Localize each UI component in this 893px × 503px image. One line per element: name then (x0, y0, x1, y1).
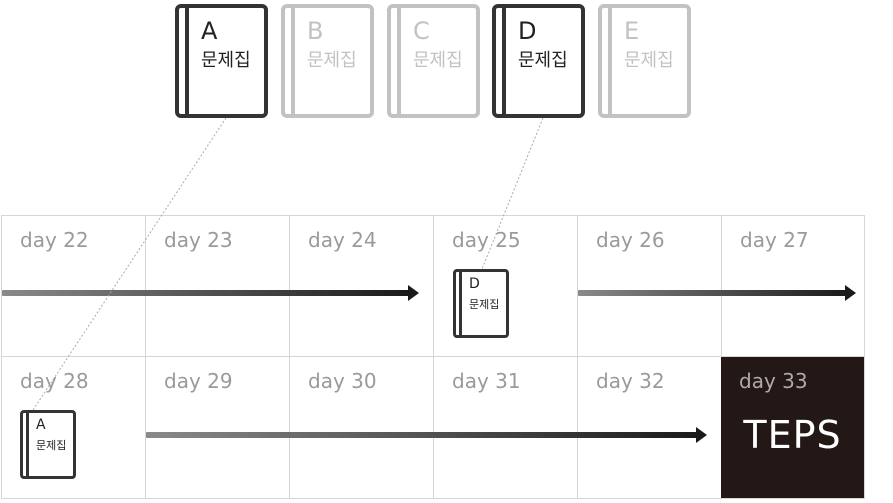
exam-label: TEPS (743, 413, 842, 457)
calendar-cell: day 29 (146, 357, 290, 498)
day-label: day 29 (164, 369, 233, 393)
book-letter: E (624, 17, 640, 45)
calendar-cell: day 23 (146, 216, 290, 357)
book-label: 문제집 (624, 50, 674, 71)
book-c-icon: C 문제집 (387, 4, 480, 118)
day-label: day 23 (164, 228, 233, 252)
book-letter: B (307, 17, 324, 45)
day-label: day 32 (596, 369, 665, 393)
exam-day-cell: day 33 TEPS (721, 357, 864, 498)
day-label: day 31 (452, 369, 521, 393)
day-label: day 33 (739, 369, 808, 393)
mini-book-label: 문제집 (469, 298, 500, 311)
book-label: 문제집 (307, 50, 357, 71)
calendar-cell: day 31 (434, 357, 578, 498)
day-label: day 26 (596, 228, 665, 252)
calendar-cell: day 32 (578, 357, 722, 498)
book-letter: A (201, 17, 218, 45)
day-label: day 30 (308, 369, 377, 393)
book-a-icon: A 문제집 (175, 4, 268, 118)
calendar-cell: day 27 (722, 216, 864, 357)
day-label: day 25 (452, 228, 521, 252)
book-d-icon: D 문제집 (492, 4, 585, 118)
mini-book-label: 문제집 (36, 439, 67, 452)
calendar-grid: day 22 day 23 day 24 day 25 day 26 day 2… (1, 215, 865, 499)
book-label: 문제집 (201, 50, 251, 71)
day-label: day 22 (20, 228, 89, 252)
day-label: day 28 (20, 369, 89, 393)
arrow-days-29-32 (146, 427, 707, 443)
calendar-cell: day 24 (290, 216, 434, 357)
mini-book-letter: A (36, 417, 46, 433)
mini-book-letter: D (469, 276, 480, 292)
arrow-days-26-27 (578, 285, 856, 301)
book-label: 문제집 (413, 50, 463, 71)
book-letter: D (518, 17, 537, 45)
book-label: 문제집 (518, 50, 568, 71)
day-label: day 24 (308, 228, 377, 252)
calendar-cell: day 22 (2, 216, 146, 357)
arrow-days-22-24 (2, 285, 419, 301)
calendar-cell: day 30 (290, 357, 434, 498)
book-e-icon: E 문제집 (598, 4, 691, 118)
mini-book-d-icon: D 문제집 (453, 269, 509, 338)
mini-book-a-icon: A 문제집 (20, 410, 76, 479)
book-b-icon: B 문제집 (281, 4, 374, 118)
calendar-cell: day 26 (578, 216, 722, 357)
day-label: day 27 (740, 228, 809, 252)
book-letter: C (413, 17, 430, 45)
